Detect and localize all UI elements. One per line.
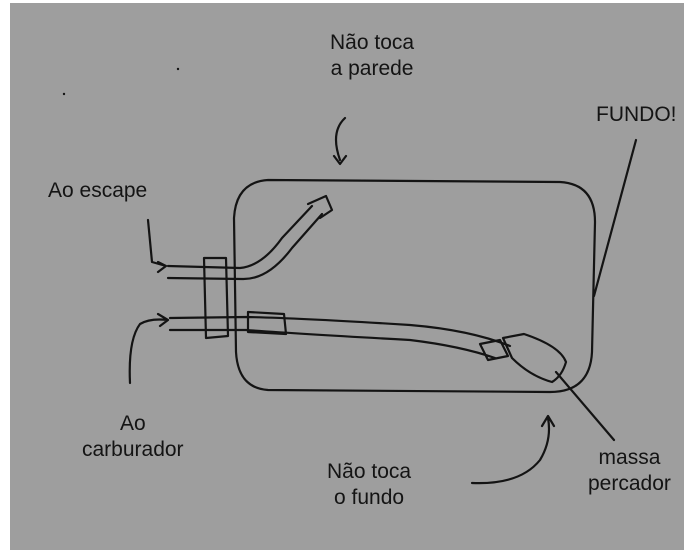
arrow-fundo [470, 414, 556, 485]
label-fundo: FUNDO! [596, 103, 677, 126]
label-line: percador [588, 472, 671, 495]
stray-dot [62, 92, 66, 96]
label-ao-carburador: Ao carburador [82, 411, 184, 463]
arrow-escape [146, 218, 168, 274]
arrow-parede [332, 116, 348, 166]
pickup-weight [478, 338, 510, 362]
label-line: Ao [119, 412, 146, 435]
escape-pipe [166, 204, 324, 281]
leader-massa [554, 370, 616, 442]
leader-fundo [592, 138, 638, 298]
stray-dot [176, 67, 180, 71]
pickup-weight-body [501, 332, 568, 384]
label-line: o fundo [333, 486, 405, 509]
label-line: carburador [82, 438, 184, 461]
pipe-sleeve [246, 310, 288, 336]
tank-outline [232, 178, 597, 394]
label-line: a parede [330, 57, 414, 80]
sketch-background [10, 3, 684, 550]
label-massa-percador: massa percador [588, 445, 671, 497]
escape-pipe-end [306, 194, 334, 220]
label-line: Não toca [327, 460, 412, 483]
label-ao-escape: Ao escape [48, 179, 148, 202]
label-nao-toca-parede: Não toca a parede [330, 30, 414, 82]
label-nao-toca-fundo: Não toca o fundo [327, 459, 411, 511]
carburetor-pipe [168, 315, 512, 360]
label-line: massa [598, 446, 661, 469]
label-line: Não toca [330, 31, 415, 54]
mounting-flange [202, 256, 230, 340]
arrow-carburador [128, 312, 170, 385]
